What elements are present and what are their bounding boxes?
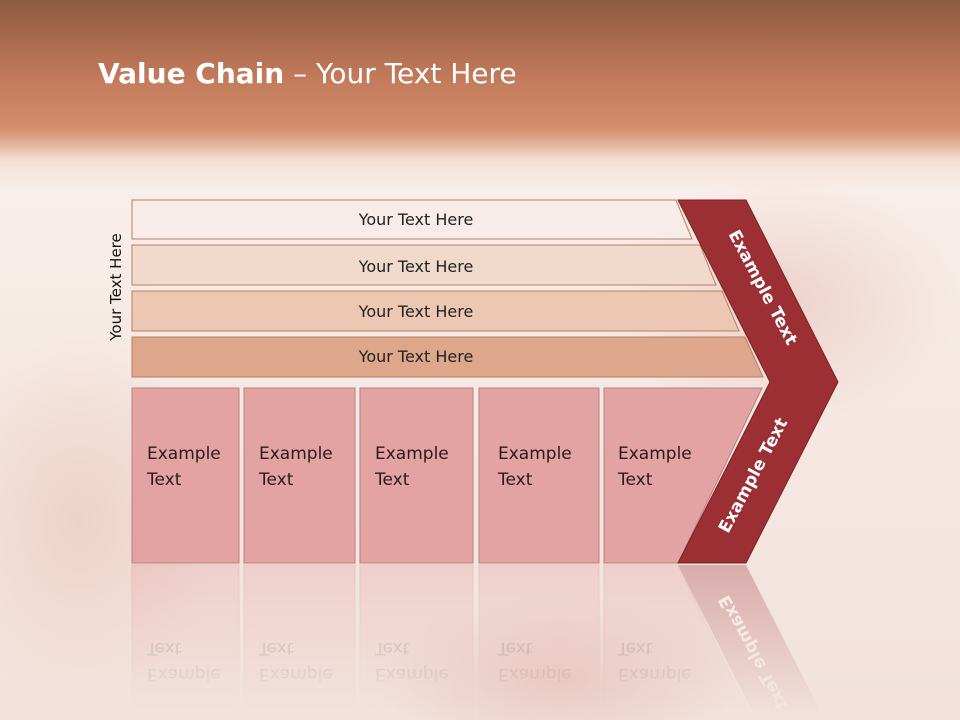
bar-4-label: Your Text Here <box>358 347 474 366</box>
bar-1-label: Your Text Here <box>358 210 474 229</box>
bar-3-label: Your Text Here <box>358 302 474 321</box>
box-1-shape <box>131 387 240 564</box>
header-band <box>0 0 960 190</box>
bar-4-shape <box>131 336 764 378</box>
bar-2-label: Your Text Here <box>358 257 474 276</box>
page-title: Value Chain – Your Text Here <box>98 52 517 96</box>
box-5-line2: Text <box>617 470 653 490</box>
bar-1-shape <box>131 199 693 240</box>
box-5-line1: Example <box>618 444 692 464</box>
box-4-shape <box>478 387 600 564</box>
bar-2-shape <box>131 244 717 286</box>
box-2-line2: Text <box>258 470 294 490</box>
box-3-line1: Example <box>375 444 449 464</box>
chevron-shape <box>677 199 839 564</box>
box-2-line1: Example <box>259 444 333 464</box>
box-4-line1: Example <box>498 444 572 464</box>
title-bold: Value Chain <box>98 57 285 90</box>
box-2-shape <box>243 387 356 564</box>
title-rest: – Your Text Here <box>284 57 517 90</box>
box-1-line2: Text <box>146 470 182 490</box>
box-1-line1: Example <box>147 444 221 464</box>
box-3-shape <box>359 387 474 564</box>
bar-3-shape <box>131 290 740 332</box>
box-3-line2: Text <box>374 470 410 490</box>
box-4-line2: Text <box>497 470 533 490</box>
diagram-group: Your Text Here Your Text Here Your Text … <box>131 199 839 564</box>
